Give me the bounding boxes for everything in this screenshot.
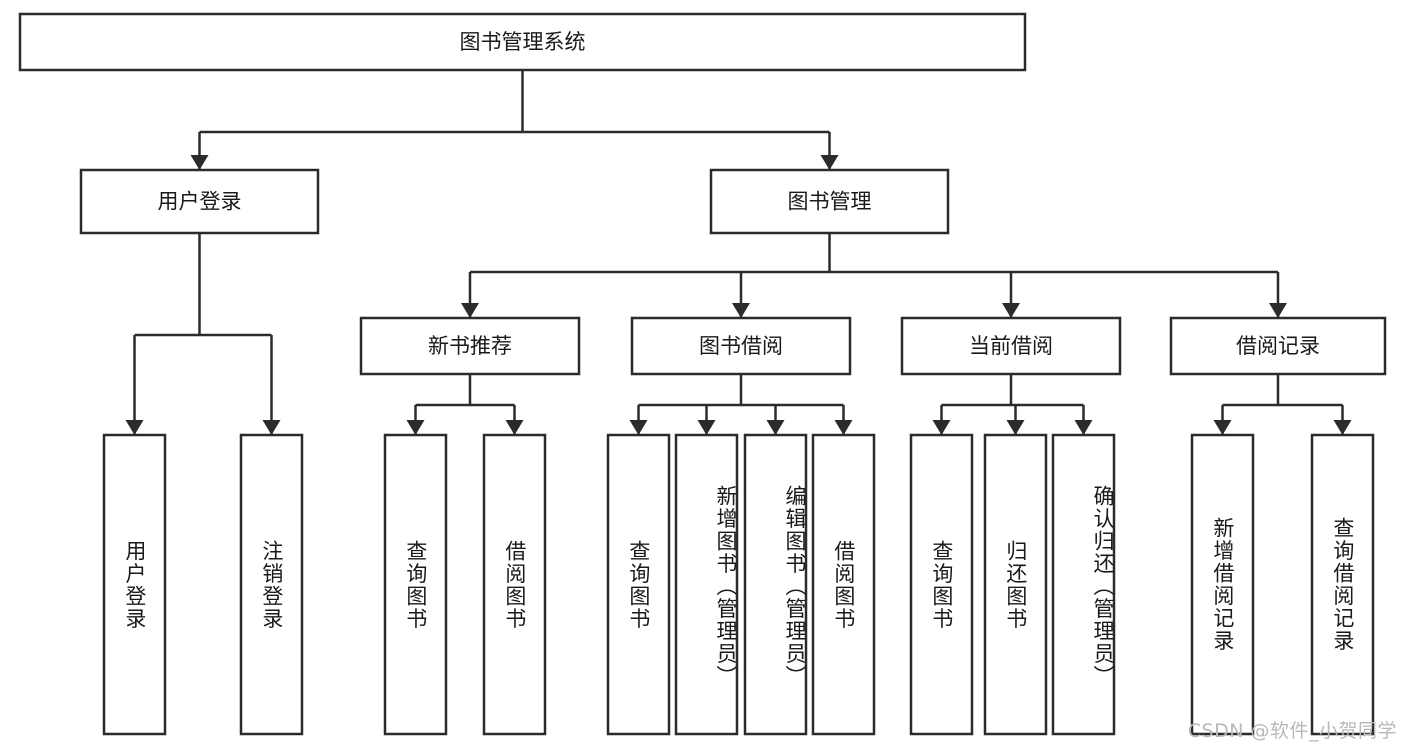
- group-node-新书推荐-rect[interactable]: [359, 316, 581, 376]
- leaf-node-新增借阅记录-0[interactable]: [1190, 433, 1255, 736]
- leaf-node-借阅图书-rect[interactable]: [482, 433, 547, 736]
- leaf-node-归还图书-1[interactable]: [983, 433, 1048, 736]
- arrow-head-icon: [766, 420, 785, 435]
- leaf-node-查询图书-0[interactable]: [383, 433, 448, 736]
- group-node-当前借阅-rect[interactable]: [900, 316, 1122, 376]
- arrow-head-icon: [262, 420, 281, 435]
- leaf-node-查询图书-rect[interactable]: [606, 433, 671, 736]
- leaf-node-新增借阅记录-rect[interactable]: [1190, 433, 1255, 736]
- arrow-head-icon: [1269, 303, 1287, 318]
- arrow-head-icon: [732, 303, 750, 318]
- leaf-node-查询图书-0[interactable]: [909, 433, 974, 736]
- arrow-head-icon: [697, 420, 716, 435]
- leaf-node-注销登录-1[interactable]: [239, 433, 304, 736]
- arrow-head-icon: [820, 155, 839, 170]
- arrow-head-icon: [125, 420, 144, 435]
- leaf-node-编辑图书管理员-2[interactable]: [743, 433, 808, 736]
- arrow-head-icon: [1213, 420, 1232, 435]
- group-node-借阅记录-rect[interactable]: [1169, 316, 1387, 376]
- leaf-node-查询借阅记录-rect[interactable]: [1310, 433, 1375, 736]
- leaf-node-查询图书-0[interactable]: [606, 433, 671, 736]
- arrow-head-icon: [1006, 420, 1025, 435]
- leaf-node-查询图书-rect[interactable]: [383, 433, 448, 736]
- group-node-借阅记录-3[interactable]: 借阅记录: [1169, 316, 1387, 376]
- arrow-head-icon: [406, 420, 425, 435]
- branch-node-图书管理-label: 图书管理: [788, 190, 872, 214]
- watermark-label: CSDN @软件_小贺同学: [1187, 720, 1397, 742]
- group-node-图书借阅-1[interactable]: 图书借阅: [630, 316, 852, 376]
- leaf-node-借阅图书-1[interactable]: [482, 433, 547, 736]
- root-node-rect[interactable]: [18, 12, 1027, 72]
- branch-node-图书管理-1[interactable]: 图书管理: [709, 168, 950, 235]
- group-node-借阅记录-label: 借阅记录: [1236, 334, 1320, 358]
- leaf-node-注销登录-rect[interactable]: [239, 433, 304, 736]
- leaf-node-查询图书-rect[interactable]: [909, 433, 974, 736]
- leaf-node-归还图书-rect[interactable]: [983, 433, 1048, 736]
- arrow-head-icon: [932, 420, 951, 435]
- group-node-图书借阅-rect[interactable]: [630, 316, 852, 376]
- group-node-新书推荐-label: 新书推荐: [428, 334, 512, 358]
- leaf-node-借阅图书-3[interactable]: [811, 433, 876, 736]
- leaf-node-查询借阅记录-1[interactable]: [1310, 433, 1375, 736]
- leaf-node-用户登录-rect[interactable]: [102, 433, 167, 736]
- arrow-head-icon: [1333, 420, 1352, 435]
- branch-node-用户登录-0[interactable]: 用户登录: [79, 168, 320, 235]
- arrow-head-icon: [1074, 420, 1093, 435]
- branch-node-用户登录-label: 用户登录: [158, 190, 242, 214]
- group-node-新书推荐-0[interactable]: 新书推荐: [359, 316, 581, 376]
- arrow-head-icon: [1002, 303, 1020, 318]
- group-node-图书借阅-label: 图书借阅: [699, 334, 783, 358]
- arrow-head-icon: [505, 420, 524, 435]
- leaf-node-确认归还管理员-2[interactable]: [1051, 433, 1116, 736]
- arrow-head-icon: [629, 420, 648, 435]
- arrow-head-icon: [190, 155, 209, 170]
- group-node-当前借阅-2[interactable]: 当前借阅: [900, 316, 1122, 376]
- branch-node-图书管理-rect[interactable]: [709, 168, 950, 235]
- leaf-node-借阅图书-rect[interactable]: [811, 433, 876, 736]
- leaf-node-用户登录-0[interactable]: [102, 433, 167, 736]
- leaf-node-新增图书管理员-rect[interactable]: [674, 433, 739, 736]
- arrow-head-icon: [834, 420, 853, 435]
- root-node-label: 图书管理系统: [460, 30, 586, 54]
- leaf-node-编辑图书管理员-rect[interactable]: [743, 433, 808, 736]
- leaf-node-新增图书管理员-1[interactable]: [674, 433, 739, 736]
- arrow-head-icon: [461, 303, 479, 318]
- group-node-当前借阅-label: 当前借阅: [969, 334, 1053, 358]
- leaf-node-确认归还管理员-rect[interactable]: [1051, 433, 1116, 736]
- root-node[interactable]: 图书管理系统: [18, 12, 1027, 72]
